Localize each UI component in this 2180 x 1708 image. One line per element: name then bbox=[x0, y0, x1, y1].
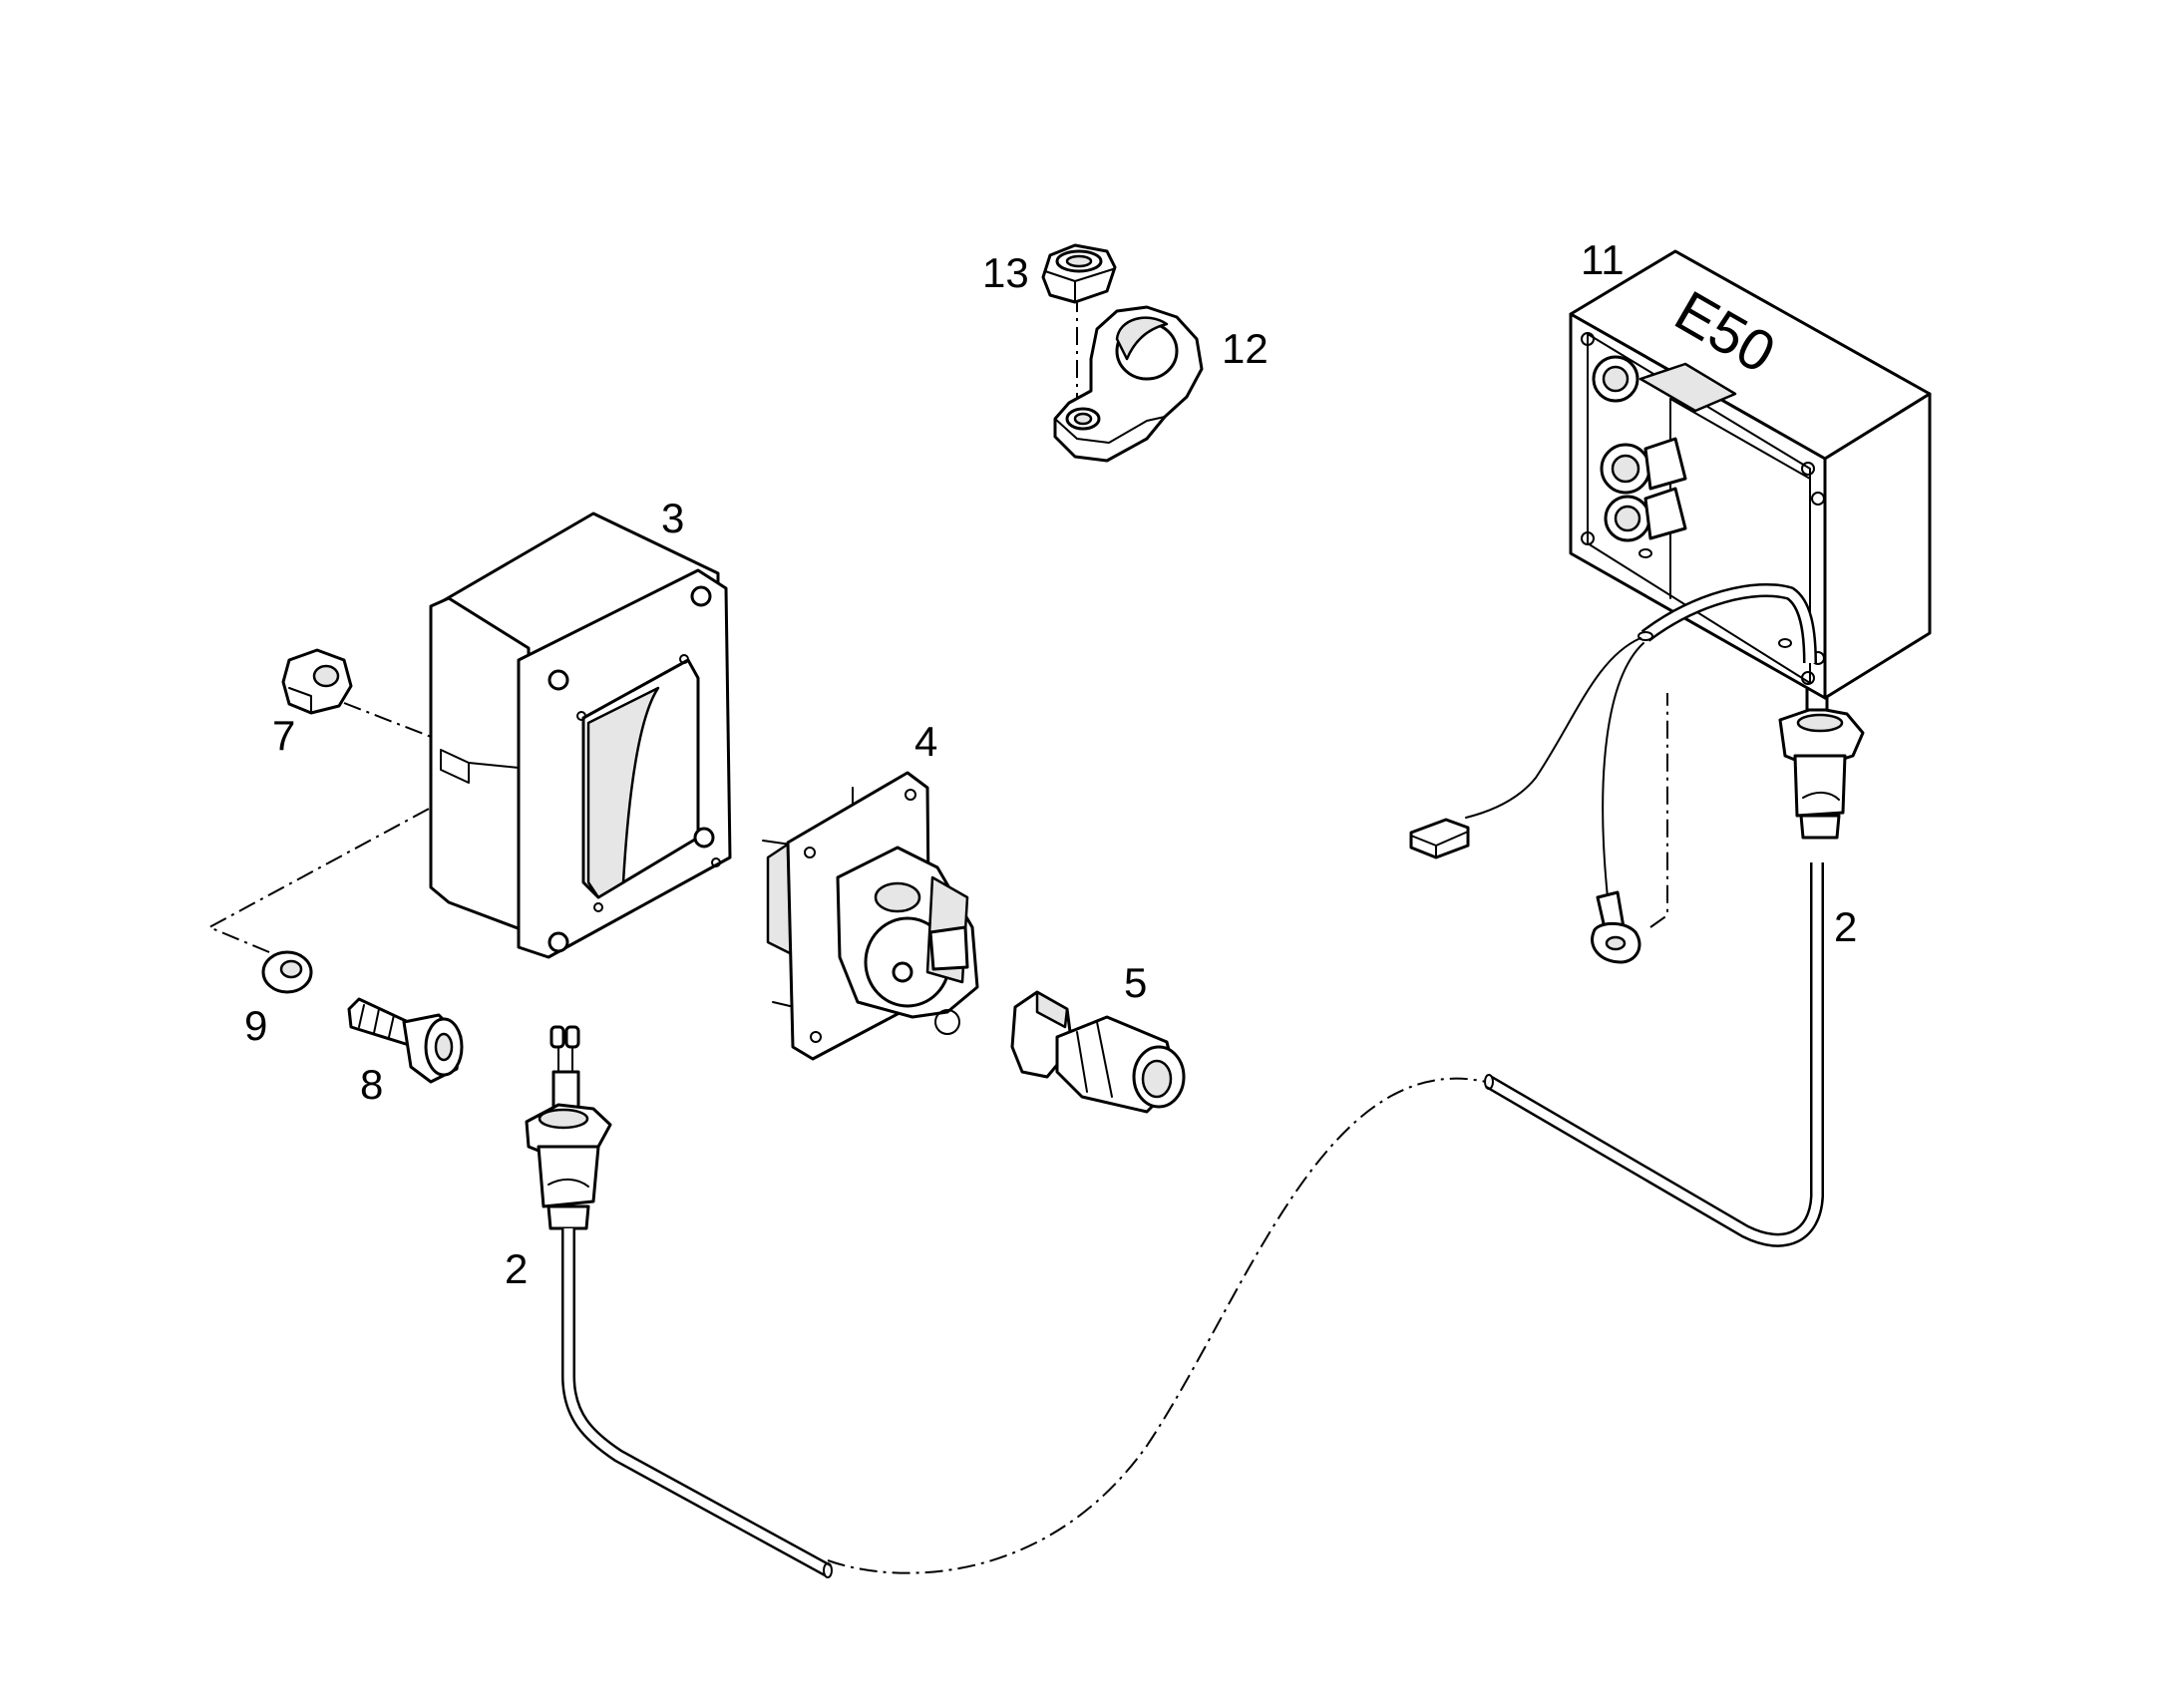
callout-3: 3 bbox=[661, 495, 684, 541]
bolt-icon bbox=[347, 997, 464, 1084]
socket-icon bbox=[762, 771, 979, 1061]
nut-icon bbox=[281, 648, 353, 715]
callout-2-left: 2 bbox=[505, 1245, 528, 1292]
callout-7: 7 bbox=[272, 712, 295, 759]
cable-gland-icon bbox=[525, 1025, 612, 1230]
cable-gland-icon bbox=[1778, 686, 1865, 840]
callout-4: 4 bbox=[914, 718, 937, 765]
fuse-holder-icon bbox=[1592, 355, 1687, 542]
nut-icon bbox=[1041, 243, 1117, 304]
callout-13: 13 bbox=[982, 249, 1029, 296]
cable-clamp-icon bbox=[1053, 305, 1204, 463]
junction-box-icon: E50 bbox=[1569, 249, 1932, 700]
cable-right bbox=[1484, 862, 1824, 1247]
connector-plug-icon bbox=[1409, 637, 1641, 859]
callouts: 13 12 11 3 4 7 5 9 8 2 2 bbox=[244, 236, 1857, 1292]
housing-icon bbox=[429, 512, 732, 959]
cap-icon bbox=[1010, 990, 1186, 1114]
callout-11: 11 bbox=[1581, 236, 1625, 283]
callout-5: 5 bbox=[1124, 959, 1147, 1006]
callout-9: 9 bbox=[244, 1002, 267, 1049]
callout-2-right: 2 bbox=[1834, 903, 1857, 950]
callout-12: 12 bbox=[1222, 325, 1269, 372]
ring-terminal-icon bbox=[1591, 642, 1644, 964]
washer-icon bbox=[261, 950, 313, 994]
cable-left bbox=[561, 1228, 833, 1578]
callout-8: 8 bbox=[360, 1061, 383, 1108]
